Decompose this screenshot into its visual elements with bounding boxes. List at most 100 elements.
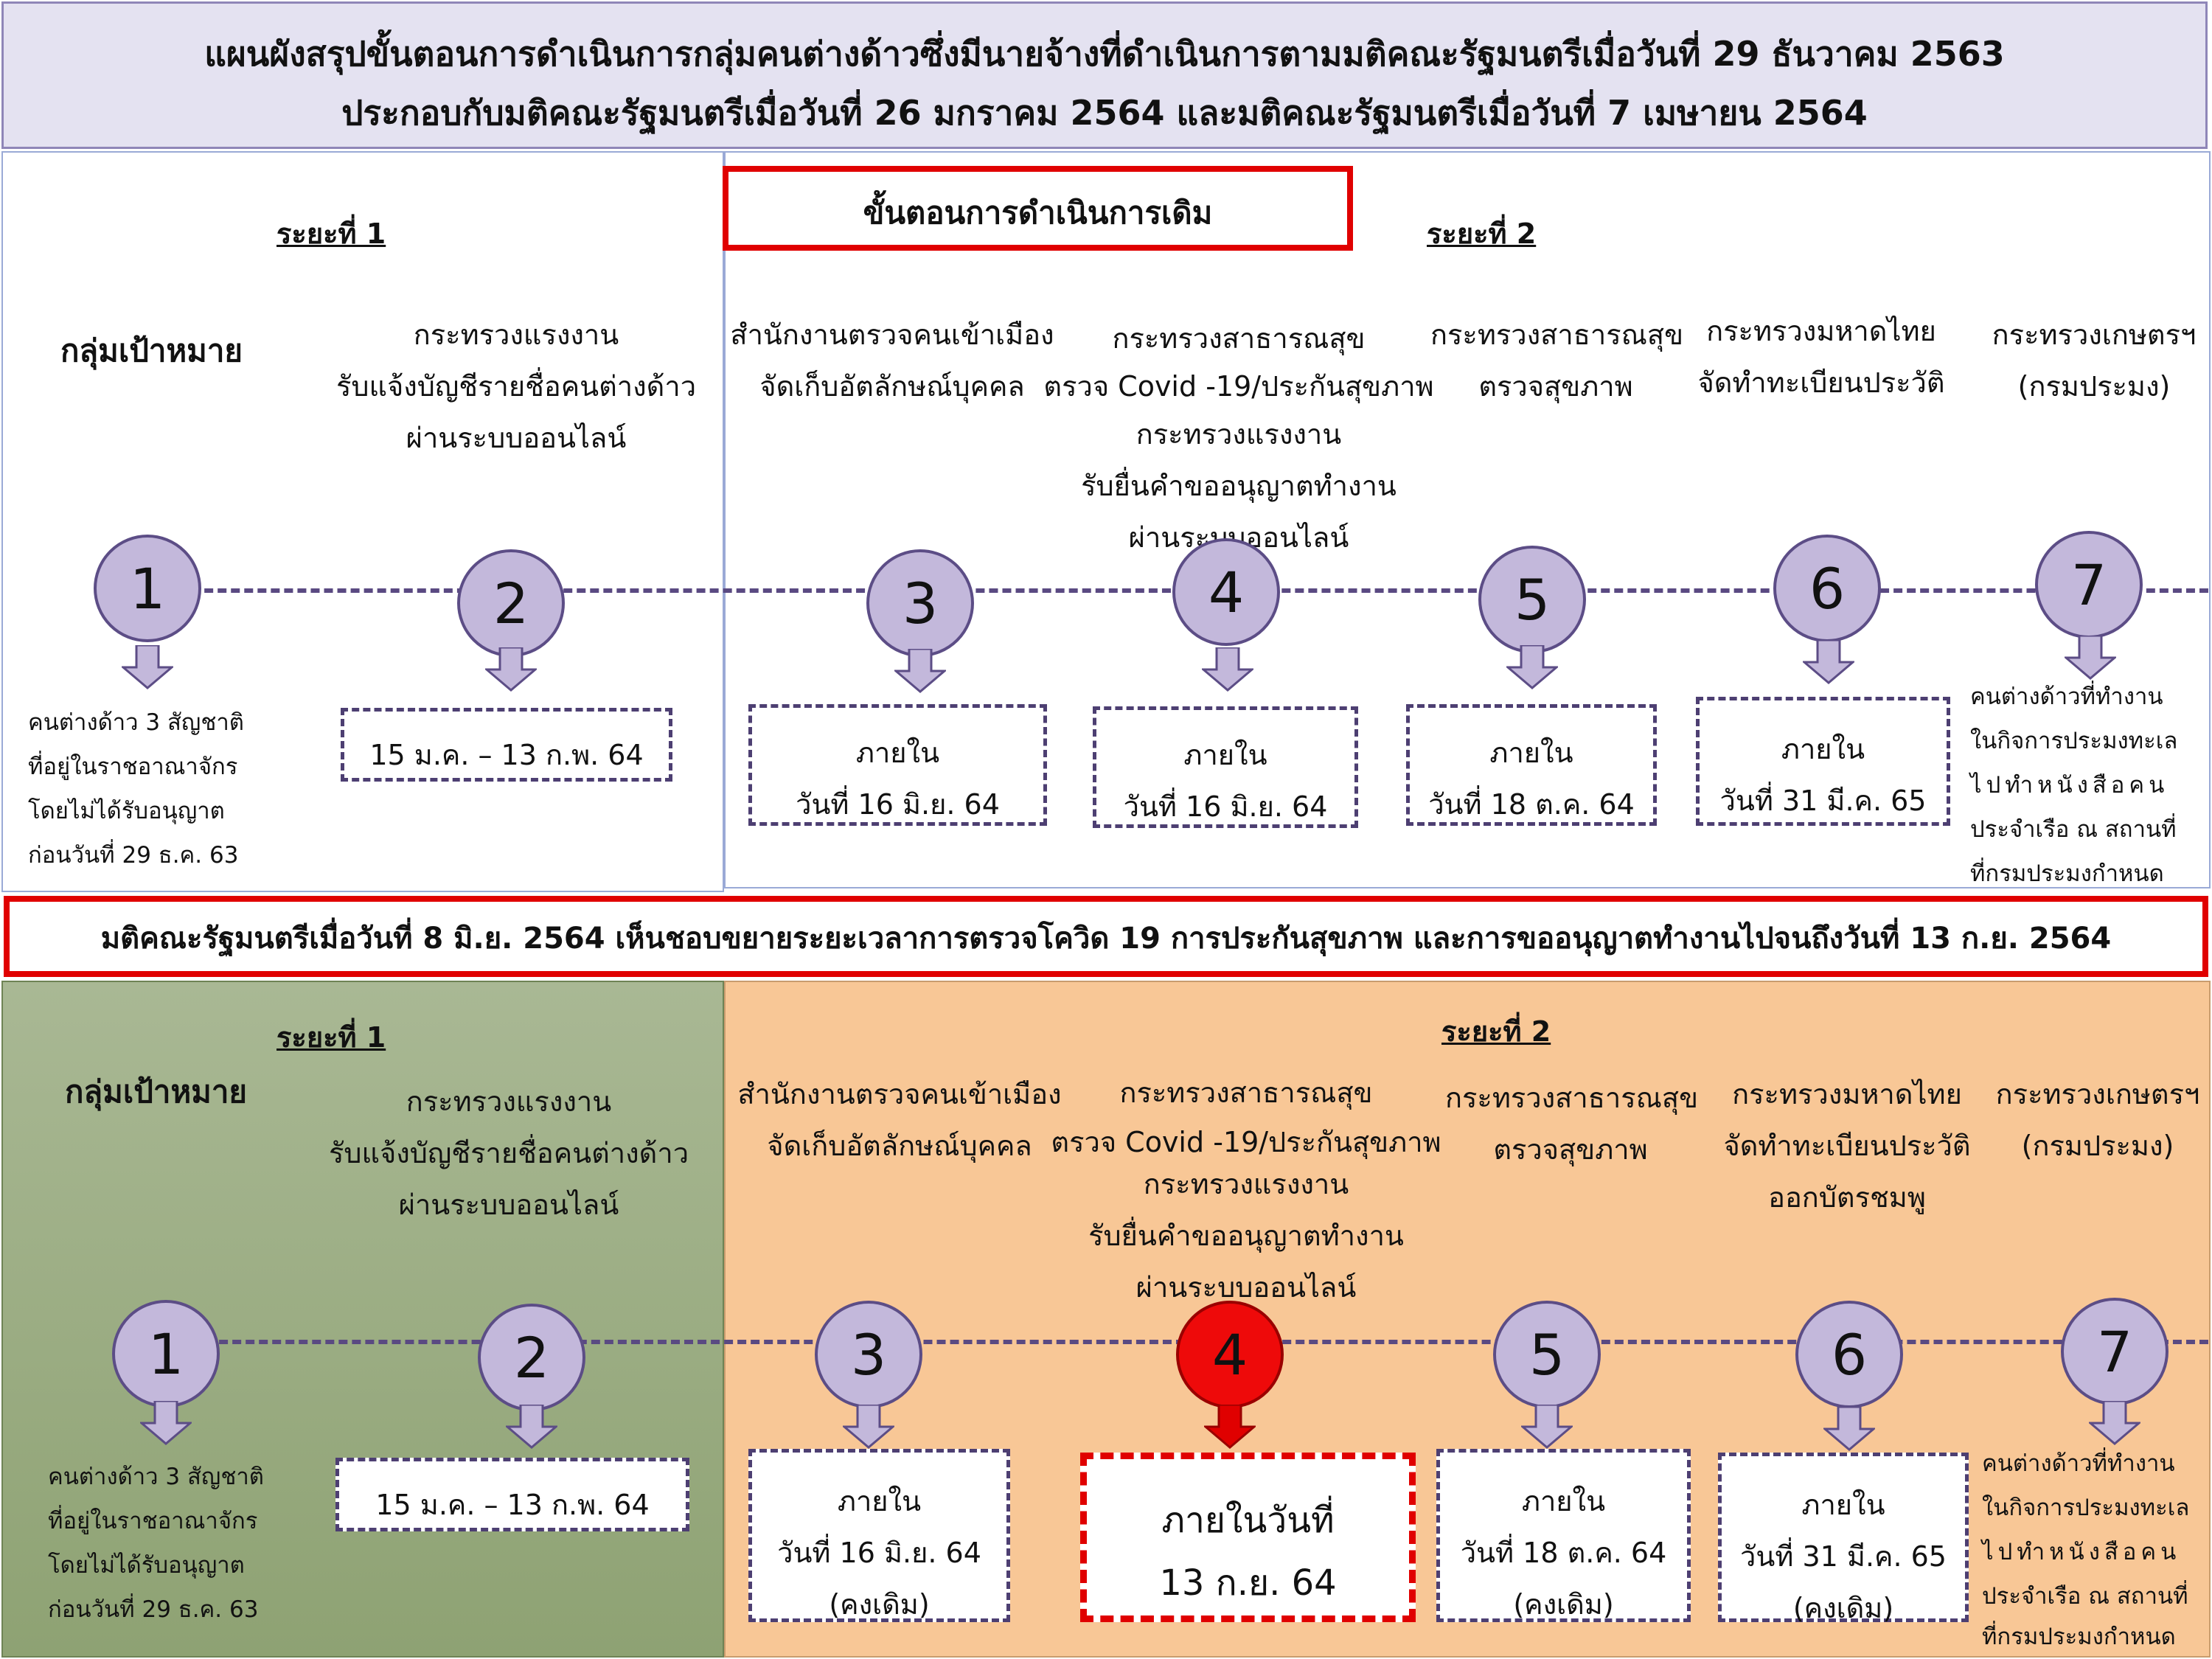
date-text: 13 ก.ย. 64 xyxy=(1159,1562,1337,1604)
date-text: วันที่ 16 มิ.ย. 64 xyxy=(777,1537,981,1569)
bottom-col6-line2: จัดทำทะเบียนประวัติ xyxy=(1723,1130,1971,1162)
date-text: 15 ม.ค. – 13 ก.พ. 64 xyxy=(375,1489,650,1521)
top-step-2: 2 xyxy=(457,549,565,657)
bottom-col4-line5: ผ่านระบบออนไลน์ xyxy=(1135,1271,1357,1304)
bottom-note-target-line1: คนต่างด้าว 3 สัญชาติ xyxy=(48,1464,264,1490)
down-arrow-icon xyxy=(1506,645,1558,689)
top-note-target-line1: คนต่างด้าว 3 สัญชาติ xyxy=(28,709,244,736)
top-col4-line2: ตรวจ Covid -19/ประกันสุขภาพ xyxy=(1043,370,1434,403)
bottom-note-target-line2: ที่อยู่ในราชอาณาจักร xyxy=(48,1508,258,1534)
bottom-note-fishery-line5: ที่กรมประมงกำหนด xyxy=(1982,1624,2176,1650)
top-step6-date-box: ภายใน วันที่ 31 มี.ค. 65 xyxy=(1696,697,1950,826)
top-step-3: 3 xyxy=(866,549,974,657)
top-step-7: 7 xyxy=(2035,531,2143,639)
top-step4-date-box: ภายใน วันที่ 16 มิ.ย. 64 xyxy=(1093,706,1358,828)
date-text: วันที่ 18 ต.ค. 64 xyxy=(1460,1537,1667,1569)
bottom-step4-new-deadline-box: ภายในวันที่ 13 ก.ย. 64 xyxy=(1080,1453,1416,1622)
cabinet-resolution-text: มติคณะรัฐมนตรีเมื่อวันที่ 8 มิ.ย. 2564 เ… xyxy=(100,922,2112,956)
bottom-note-fishery-line1: คนต่างด้าวที่ทำงาน xyxy=(1982,1450,2175,1477)
bottom-col3-line1: สำนักงานตรวจคนเข้าเมือง xyxy=(737,1078,1062,1110)
bottom-step-6: 6 xyxy=(1795,1301,1903,1408)
top-note-target-line4: ก่อนวันที่ 29 ธ.ค. 63 xyxy=(28,842,239,869)
down-arrow-icon xyxy=(2089,1401,2140,1445)
top-col7-line1: กระทรวงเกษตรฯ xyxy=(1992,319,2197,351)
top-step3-date-box: ภายใน วันที่ 16 มิ.ย. 64 xyxy=(748,704,1047,826)
down-arrow-icon xyxy=(1823,1407,1875,1451)
bottom-step3-date-box: ภายใน วันที่ 16 มิ.ย. 64 (คงเดิม) xyxy=(748,1449,1010,1622)
top-step-4: 4 xyxy=(1172,538,1280,646)
date-text: วันที่ 16 มิ.ย. 64 xyxy=(796,788,1000,821)
bottom-col4-line1: กระทรวงสาธารณสุข xyxy=(1119,1077,1373,1109)
date-text: ภายใน xyxy=(1521,1485,1606,1517)
down-arrow-icon xyxy=(140,1401,192,1445)
date-text: วันที่ 16 มิ.ย. 64 xyxy=(1123,790,1328,823)
date-text: วันที่ 18 ต.ค. 64 xyxy=(1428,788,1635,821)
top-col6-line2: จัดทำทะเบียนประวัติ xyxy=(1697,366,1945,399)
top-step5-date-box: ภายใน วันที่ 18 ต.ค. 64 xyxy=(1406,704,1657,826)
date-text: ภายใน xyxy=(1801,1489,1885,1521)
top-col6-line1: กระทรวงมหาดไทย xyxy=(1706,315,1936,347)
top-note-target-line2: ที่อยู่ในราชอาณาจักร xyxy=(28,754,238,780)
top-phase1-heading: ระยะที่ 1 xyxy=(276,218,386,250)
top-step-6: 6 xyxy=(1773,535,1881,642)
bottom-step-3: 3 xyxy=(815,1301,922,1408)
top-note-target-line3: โดยไม่ได้รับอนุญาต xyxy=(28,798,225,824)
cabinet-resolution-banner: มติคณะรัฐมนตรีเมื่อวันที่ 8 มิ.ย. 2564 เ… xyxy=(4,896,2208,977)
down-arrow-icon xyxy=(1521,1405,1573,1449)
bottom-note-target-line3: โดยไม่ได้รับอนุญาต xyxy=(48,1552,245,1579)
bottom-step-4-highlighted: 4 xyxy=(1176,1301,1284,1408)
bottom-step6-date-box: ภายใน วันที่ 31 มี.ค. 65 (คงเดิม) xyxy=(1718,1453,1969,1624)
red-down-arrow-icon xyxy=(1204,1405,1256,1449)
bottom-step-1: 1 xyxy=(112,1300,220,1408)
date-text: วันที่ 31 มี.ค. 65 xyxy=(1740,1540,1947,1573)
top-note-fishery-line3: ไปทำหนังสือคน xyxy=(1970,772,2169,799)
date-text: ภายใน xyxy=(855,737,940,769)
bottom-note-fishery-line2: ในกิจการประมงทะเล xyxy=(1982,1495,2190,1521)
bottom-phase1-heading: ระยะที่ 1 xyxy=(276,1021,386,1054)
top-step2-date-box: 15 ม.ค. – 13 ก.พ. 64 xyxy=(341,708,672,782)
bottom-col6-line3: ออกบัตรชมพู xyxy=(1768,1181,1926,1214)
bottom-col3-line2: จัดเก็บอัตลักษณ์บุคคล xyxy=(767,1130,1032,1162)
date-text: ภายใน xyxy=(1183,739,1267,771)
bottom-col2-line1: กระทรวงแรงงาน xyxy=(406,1085,612,1118)
bottom-phase1-panel xyxy=(1,981,724,1658)
down-arrow-icon xyxy=(2065,636,2116,680)
top-note-fishery-line4: ประจำเรือ ณ สถานที่ xyxy=(1970,816,2177,843)
header-title-line-2: ประกอบกับมติคณะรัฐมนตรีเมื่อวันที่ 26 มก… xyxy=(341,93,1868,133)
bottom-col2-line2: รับแจ้งบัญชีรายชื่อคนต่างด้าว xyxy=(328,1137,689,1169)
header-title-line-1: แผนผังสรุปขั้นตอนการดำเนินการกลุ่มคนต่าง… xyxy=(204,34,2005,74)
bottom-note-fishery-line3: ไปทำหนังสือคน xyxy=(1982,1539,2181,1565)
down-arrow-icon xyxy=(506,1405,557,1449)
bottom-step5-date-box: ภายใน วันที่ 18 ต.ค. 64 (คงเดิม) xyxy=(1436,1449,1691,1622)
date-text: ภายใน xyxy=(1781,733,1865,765)
bottom-col7-line2: (กรมประมง) xyxy=(2021,1130,2174,1162)
bottom-step-7: 7 xyxy=(2061,1298,2168,1405)
bottom-step2-date-box: 15 ม.ค. – 13 ก.พ. 64 xyxy=(335,1458,689,1531)
date-text: ภายในวันที่ xyxy=(1161,1500,1335,1541)
bottom-col2-line3: ผ่านระบบออนไลน์ xyxy=(398,1189,619,1221)
bottom-target-group-heading: กลุ่มเป้าหมาย xyxy=(65,1074,248,1110)
top-step-1: 1 xyxy=(94,535,201,642)
down-arrow-icon xyxy=(894,649,946,693)
top-step-5: 5 xyxy=(1478,546,1586,653)
top-col2-line2: รับแจ้งบัญชีรายชื่อคนต่างด้าว xyxy=(335,370,697,403)
top-note-fishery-line1: คนต่างด้าวที่ทำงาน xyxy=(1970,684,2163,710)
date-text: 15 ม.ค. – 13 ก.พ. 64 xyxy=(369,739,644,771)
original-procedure-label: ขั้นตอนการดำเนินการเดิม xyxy=(863,195,1213,231)
top-phase2-heading: ระยะที่ 2 xyxy=(1427,218,1537,250)
down-arrow-icon xyxy=(843,1405,894,1449)
original-procedure-label-box: ขั้นตอนการดำเนินการเดิม xyxy=(723,166,1353,251)
top-col5-line2: ตรวจสุขภาพ xyxy=(1478,370,1633,403)
top-col4-line1: กระทรวงสาธารณสุข xyxy=(1112,322,1366,355)
top-target-group-heading: กลุ่มเป้าหมาย xyxy=(60,333,243,369)
down-arrow-icon xyxy=(1803,640,1854,684)
bottom-step-2: 2 xyxy=(478,1304,585,1411)
bottom-col4-line3: กระทรวงแรงงาน xyxy=(1143,1168,1349,1200)
top-note-fishery-line5: ที่กรมประมงกำหนด xyxy=(1970,860,2164,887)
bottom-col4-line2: ตรวจ Covid -19/ประกันสุขภาพ xyxy=(1051,1126,1441,1158)
page-header: แผนผังสรุปขั้นตอนการดำเนินการกลุ่มคนต่าง… xyxy=(1,1,2208,149)
top-col5-line1: กระทรวงสาธารณสุข xyxy=(1430,319,1684,351)
bottom-note-target-line4: ก่อนวันที่ 29 ธ.ค. 63 xyxy=(48,1596,259,1623)
down-arrow-icon xyxy=(122,645,173,689)
top-col3-line1: สำนักงานตรวจคนเข้าเมือง xyxy=(730,319,1054,351)
